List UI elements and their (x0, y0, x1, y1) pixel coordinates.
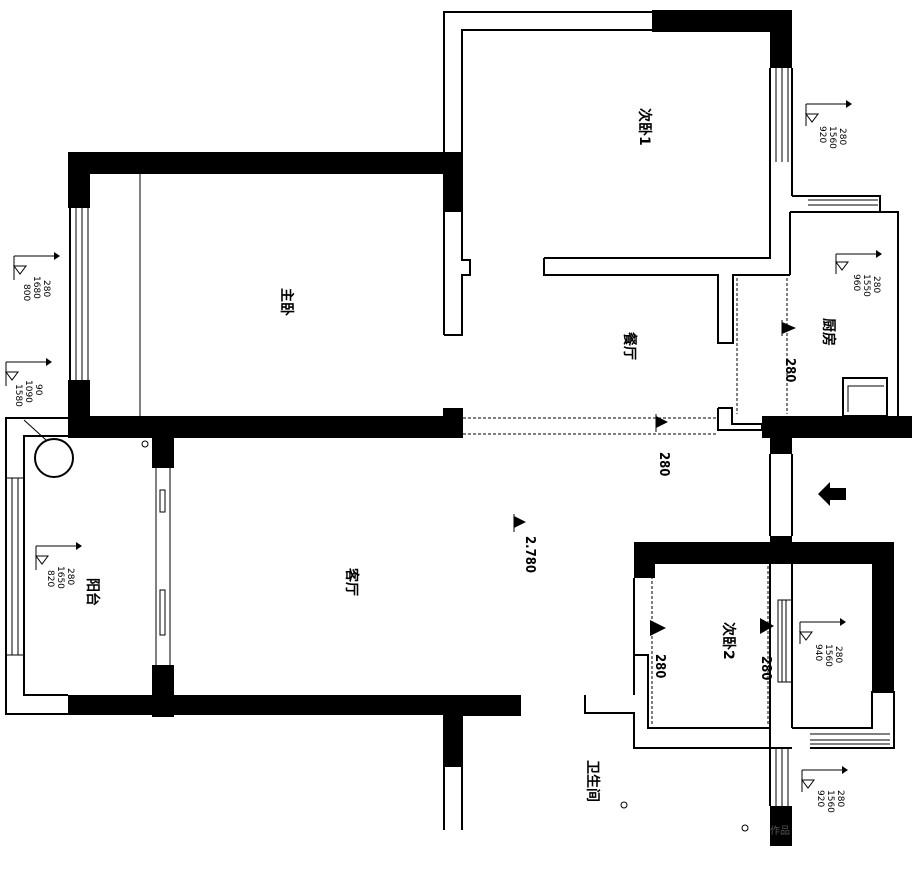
window-mark-balcony: 280 1650 820 (35, 542, 82, 589)
window-mark-balcony-b: 1650 (55, 566, 65, 589)
room-label-master: 主卧 (278, 288, 295, 316)
room-label-bathroom: 卫生间 (584, 760, 601, 802)
entrance-arrow-icon (818, 482, 846, 506)
window-marks: 280 1560 920 280 1550 960 280 1680 800 (5, 100, 882, 813)
level-bedroom2-right: 280 (758, 656, 773, 680)
window-mark-balcony-top-b: 1090 (23, 380, 33, 403)
level-marker-living: 2.780 (513, 514, 537, 573)
window-mark-bedroom2-c: 940 (813, 644, 823, 661)
wall-outlines (5, 11, 899, 832)
window-mark-master-b: 1680 (31, 276, 41, 299)
watermark: 作品 (770, 825, 790, 837)
window-mark-bedroom1: 280 1560 920 (805, 100, 852, 149)
watermark-text: 作品 (770, 825, 790, 837)
window-mark-bedroom1-c: 920 (817, 126, 827, 143)
level-corridor: 280 (656, 452, 671, 476)
room-label-balcony: 阳台 (84, 578, 101, 606)
room-label-bedroom2: 次卧2 (720, 622, 737, 660)
window-mark-bedroom2: 280 1560 940 (799, 618, 846, 667)
window-mark-balcony-top-a: 90 (33, 384, 43, 396)
level-marker-dining-kitchen: 280 (781, 320, 797, 382)
window-mark-kitchen: 280 1550 960 (835, 250, 882, 297)
window-mark-master: 280 1680 800 (13, 252, 60, 301)
window-mark-kitchen-b: 1550 (861, 274, 871, 297)
window-mark-balcony-top: 90 1090 1580 (5, 358, 52, 407)
window-mark-bathroom-a: 280 (835, 790, 845, 807)
room-labels: 次卧1 主卧 餐厅 厨房 客厅 阳台 次卧2 卫生间 (84, 108, 837, 802)
room-label-bedroom1: 次卧1 (636, 108, 653, 146)
ceiling-levels: 280 280 2.780 280 280 (513, 320, 797, 680)
window-mark-master-a: 280 (41, 280, 51, 297)
window-mark-bathroom-b: 1560 (825, 790, 835, 813)
window-mark-master-c: 800 (21, 284, 31, 301)
window-mark-balcony-c: 820 (45, 570, 55, 587)
window-mark-kitchen-c: 960 (851, 274, 861, 291)
window-mark-balcony-a: 280 (65, 568, 75, 585)
window-mark-bedroom2-b: 1560 (823, 644, 833, 667)
window-mark-balcony-top-c: 1580 (13, 384, 23, 407)
room-label-kitchen: 厨房 (820, 318, 837, 346)
level-bedroom2-left: 280 (652, 654, 667, 678)
level-dining-kitchen: 280 (782, 358, 797, 382)
level-marker-bedroom2-left: 280 (650, 620, 667, 678)
room-label-living: 客厅 (343, 567, 360, 596)
window-mark-bedroom2-a: 280 (833, 646, 843, 663)
window-mark-kitchen-a: 280 (871, 276, 881, 293)
window-mark-bedroom1-a: 280 (837, 128, 847, 145)
window-mark-bedroom1-b: 1560 (827, 126, 837, 149)
level-marker-bedroom2-right: 280 (758, 618, 774, 680)
window-mark-bathroom: 280 1560 920 (801, 766, 848, 813)
window-mark-bathroom-c: 920 (815, 790, 825, 807)
room-label-dining: 餐厅 (621, 331, 638, 360)
walls (68, 10, 912, 846)
level-living: 2.780 (522, 536, 537, 573)
level-marker-corridor: 280 (655, 414, 671, 476)
